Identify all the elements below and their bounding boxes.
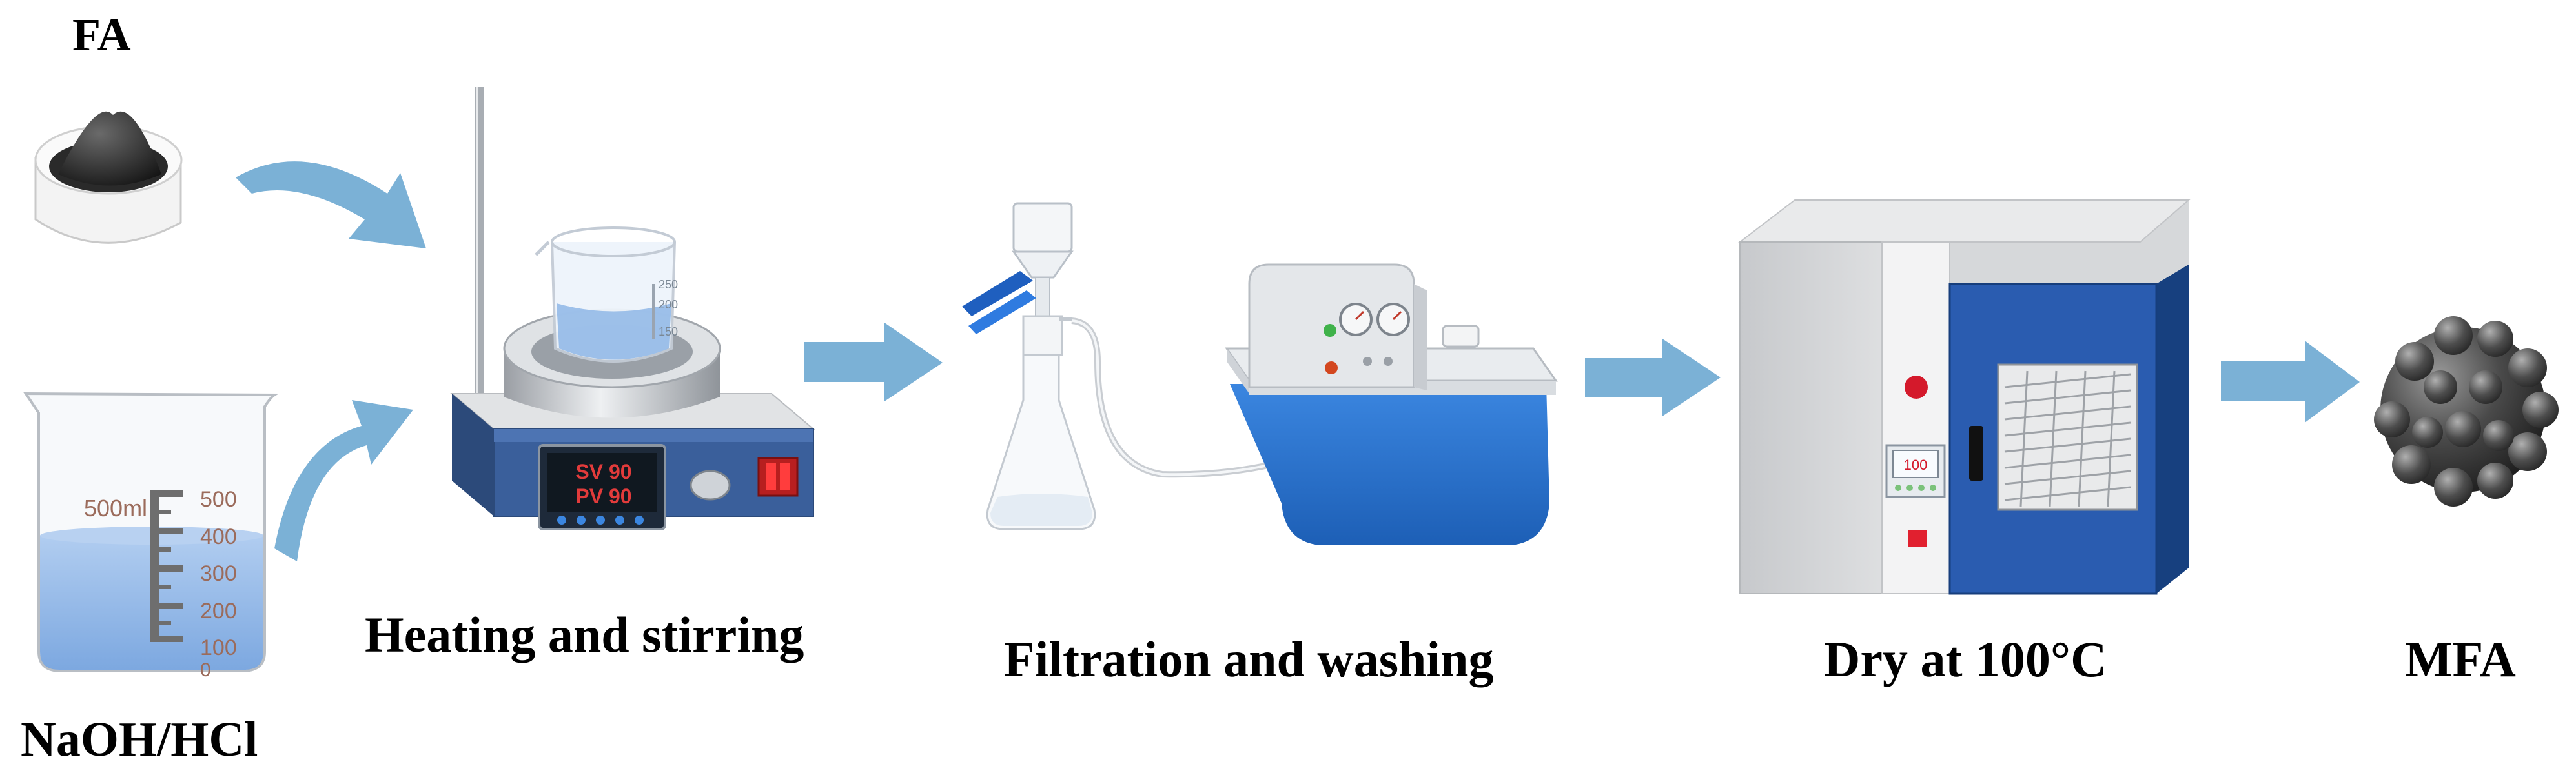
drying-oven-icon: 100 [1738,199,2191,595]
flow-arrow-2 [1585,339,1721,416]
beaker-icon: 500ml 500 400 300 200 100 0 [23,392,280,681]
stirrer-beaker-mark: 150 [659,325,678,338]
dry-label: Dry at 100°C [1824,631,2107,687]
mfa-particle-icon [2374,316,2559,507]
mfa-label: MFA [2405,631,2516,687]
naoh-hcl-label: NaOH/HCl [21,712,258,767]
beaker-mark: 100 [200,636,237,660]
stirrer-beaker-mark: 250 [659,278,678,291]
filtration-washing-label: Filtration and washing [1004,631,1494,687]
beaker-mark: 300 [200,561,237,586]
heating-stirring-label: Heating and stirring [365,607,804,663]
flow-arrow-1 [804,323,943,401]
oven-temperature-readout: 100 [1904,457,1928,473]
beaker-mark: 400 [200,525,237,549]
flow-arrow-naoh [274,400,413,561]
filter-flask-icon [962,202,1096,530]
beaker-volume-label: 500ml [84,495,147,521]
beaker-mark: 0 [200,659,211,681]
fa-powder-dish-icon [34,111,183,244]
fa-label: FA [72,9,131,61]
magnetic-stirrer-icon: SV 90 PV 90 250 200 150 [450,87,815,530]
flow-arrow-fa [236,161,426,248]
vacuum-pump-icon [1225,263,1558,545]
flow-arrow-3 [2221,341,2360,423]
stirrer-sv-readout: SV 90 [575,460,631,483]
beaker-mark: 200 [200,599,237,623]
beaker-mark: 500 [200,487,237,512]
stirrer-pv-readout: PV 90 [575,485,631,508]
stirrer-beaker-mark: 200 [659,298,678,311]
